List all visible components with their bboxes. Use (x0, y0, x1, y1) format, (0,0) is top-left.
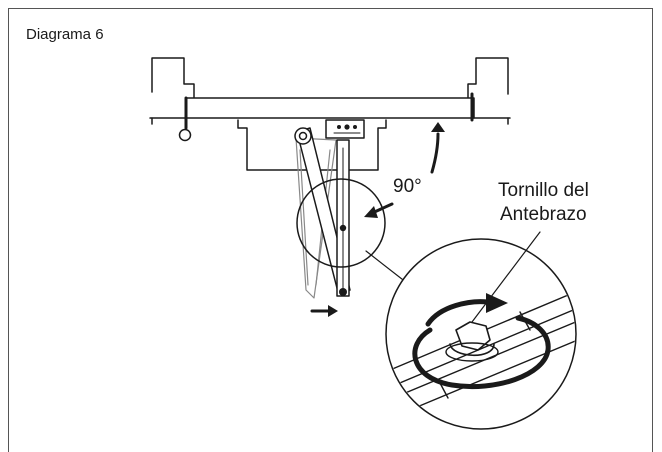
screw-rotation-ring (412, 315, 551, 390)
mounting-bracket (325, 119, 365, 139)
callout-leader (471, 231, 541, 323)
callout-label-line1: Tornillo del (498, 180, 589, 201)
angle-label: 90° (393, 176, 422, 197)
door-leaf (185, 97, 475, 119)
detail-circle-small (296, 178, 386, 268)
right-frame-stop (467, 57, 509, 99)
left-frame-stop (151, 57, 195, 99)
diagram-frame (8, 8, 653, 452)
hinge-pin (178, 128, 192, 142)
diagram-title: Diagrama 6 (26, 26, 104, 43)
forearm-pivot (339, 288, 347, 296)
rotation-arrow (430, 132, 440, 174)
callout-label-line2: Antebrazo (500, 204, 587, 225)
